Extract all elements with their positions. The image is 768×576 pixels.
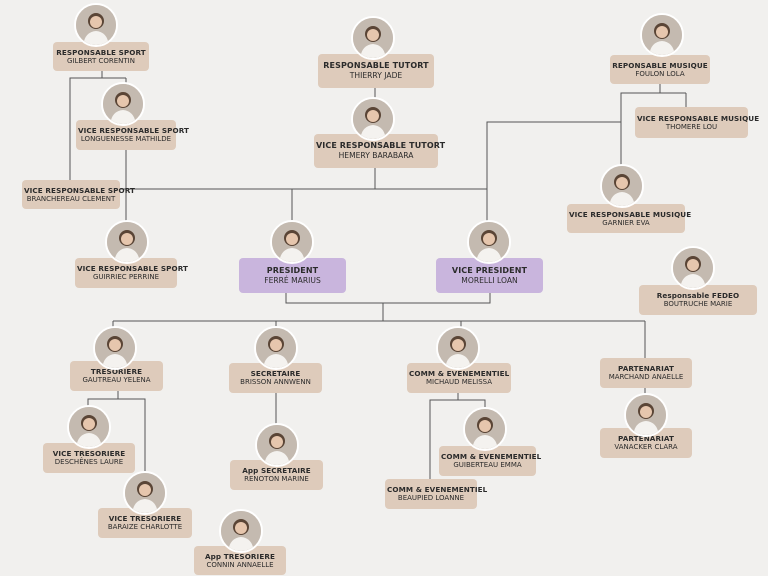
card-vice-responsable-musique-2: VICE RESPONSABLE MUSIQUE GARNIER EVA xyxy=(567,204,692,233)
person-photo-icon xyxy=(624,393,668,437)
person-photo-icon xyxy=(270,220,314,264)
person-photo-icon xyxy=(219,509,263,553)
person-photo-icon xyxy=(123,471,167,515)
person-photo-icon xyxy=(93,326,137,370)
role-label: VICE RESPONSABLE SPORT xyxy=(24,185,136,195)
person-name: CONNIN ANNAELLE xyxy=(206,560,274,569)
person-name: MICHAUD MELISSA xyxy=(425,378,492,386)
person-name: FOULON LOLA xyxy=(635,69,685,78)
person-name: BARAIZE CHARLOTTE xyxy=(107,523,183,531)
role-label: COMM & EVENEMENTIEL xyxy=(409,369,510,378)
person-silhouette xyxy=(256,328,296,368)
role-label: PARTENARIAT xyxy=(618,364,674,373)
person-silhouette xyxy=(626,395,666,435)
person-photo-icon xyxy=(67,405,111,449)
role-label: VICE RESPONSABLE TUTORT xyxy=(316,141,446,150)
role-label: VICE PRESIDENT xyxy=(451,265,528,275)
role-label: VICE TRESORIERE xyxy=(52,449,126,458)
person-name: BRISSON ANNWENN xyxy=(240,378,311,386)
role-label: App SECRETAIRE xyxy=(242,466,311,475)
role-label: VICE RESPONSABLE SPORT xyxy=(78,126,190,135)
person-silhouette xyxy=(673,248,713,288)
role-label: RESPONSABLE SPORT xyxy=(56,47,146,57)
person-photo-icon xyxy=(101,82,145,126)
person-name: MARCHAND ANAELLE xyxy=(608,373,684,381)
role-label: SECRETAIRE xyxy=(250,369,301,378)
role-label: REPONSABLE MUSIQUE xyxy=(612,60,708,70)
person-name: GUIRRIEC PERRINE xyxy=(92,273,160,281)
person-silhouette xyxy=(272,222,312,262)
person-silhouette xyxy=(469,222,509,262)
person-silhouette xyxy=(602,166,642,206)
role-label: PARTENARIAT xyxy=(618,434,674,443)
card-responsable-musique: REPONSABLE MUSIQUE FOULON LOLA xyxy=(610,55,710,84)
person-photo-icon xyxy=(105,220,149,264)
role-label: RESPONSABLE TUTORT xyxy=(323,61,429,70)
person-photo-icon xyxy=(467,220,511,264)
person-silhouette xyxy=(69,407,109,447)
role-label: Responsable FEDEO xyxy=(656,291,740,300)
person-name: DESCHÊNES LAURE xyxy=(54,458,124,466)
role-label: App TRESORIERE xyxy=(205,551,275,561)
person-photo-icon xyxy=(74,3,118,47)
card-vice-president: VICE PRESIDENT MORELLI LOAN xyxy=(436,258,543,293)
person-photo-icon xyxy=(436,326,480,370)
person-silhouette xyxy=(353,99,393,139)
role-label: TRESORIERE xyxy=(90,367,143,376)
person-silhouette xyxy=(353,18,393,58)
person-silhouette xyxy=(257,425,297,465)
person-name: VANACKER CLARA xyxy=(614,443,678,451)
person-silhouette xyxy=(95,328,135,368)
person-name: FERRÉ MARIUS xyxy=(264,275,321,285)
person-silhouette xyxy=(125,473,165,513)
role-label: VICE RESPONSABLE MUSIQUE xyxy=(637,113,760,123)
person-photo-icon xyxy=(640,13,684,57)
person-photo-icon xyxy=(254,326,298,370)
person-silhouette xyxy=(221,511,261,551)
person-photo-icon xyxy=(600,164,644,208)
card-vice-responsable-musique-1: VICE RESPONSABLE MUSIQUE THOMERE LOU xyxy=(635,107,760,138)
person-photo-icon xyxy=(351,97,395,141)
person-name: BEAUPIED LOANNE xyxy=(397,494,465,502)
person-name: GUIBERTEAU EMMA xyxy=(453,461,522,469)
card-comm-evenementiel-3: COMM & EVENEMENTIEL BEAUPIED LOANNE xyxy=(385,479,488,509)
person-silhouette xyxy=(642,15,682,55)
role-label: PRESIDENT xyxy=(266,265,319,275)
person-name: BOUTRUCHE MARIE xyxy=(663,300,733,308)
person-name: GAUTREAU YELENA xyxy=(82,376,151,384)
card-comm-evenementiel-2: COMM & EVENEMENTIEL GUIBERTEAU EMMA xyxy=(439,446,542,476)
person-name: BRANCHEREAU CLEMENT xyxy=(26,194,116,203)
person-name: THIERRY JADE xyxy=(349,71,403,80)
card-vice-responsable-sport-1: VICE RESPONSABLE SPORT LONGUENESSE MATHI… xyxy=(76,120,190,150)
card-partenariat-1: PARTENARIAT MARCHAND ANAELLE xyxy=(600,358,692,388)
person-photo-icon xyxy=(255,423,299,467)
card-vice-responsable-sport-2: VICE RESPONSABLE SPORT BRANCHEREAU CLEME… xyxy=(22,180,136,209)
card-responsable-sport: RESPONSABLE SPORT GILBERT CORENTIN xyxy=(53,42,149,71)
person-name: GILBERT CORENTIN xyxy=(67,56,135,65)
person-photo-icon xyxy=(463,407,507,451)
person-silhouette xyxy=(438,328,478,368)
person-name: THOMERE LOU xyxy=(665,122,718,131)
person-photo-icon xyxy=(671,246,715,290)
person-name: MORELLI LOAN xyxy=(461,275,518,285)
role-label: COMM & EVENEMENTIEL xyxy=(387,485,488,494)
person-silhouette xyxy=(107,222,147,262)
card-responsable-fedeo: Responsable FEDEO BOUTRUCHE MARIE xyxy=(639,285,757,315)
role-label: VICE TRESORIERE xyxy=(108,514,182,523)
person-silhouette xyxy=(76,5,116,45)
person-name: HEMERY BARABARA xyxy=(338,151,414,160)
person-name: RENOTON MARINE xyxy=(244,475,309,483)
person-name: LONGUENESSE MATHILDE xyxy=(80,135,172,143)
person-name: GARNIER EVA xyxy=(602,218,650,227)
person-silhouette xyxy=(465,409,505,449)
person-photo-icon xyxy=(351,16,395,60)
role-label: COMM & EVENEMENTIEL xyxy=(441,452,542,461)
role-label: VICE RESPONSABLE MUSIQUE xyxy=(569,209,692,219)
role-label: VICE RESPONSABLE SPORT xyxy=(77,264,189,273)
card-comm-evenementiel-1: COMM & EVENEMENTIEL MICHAUD MELISSA xyxy=(407,363,511,393)
person-silhouette xyxy=(103,84,143,124)
